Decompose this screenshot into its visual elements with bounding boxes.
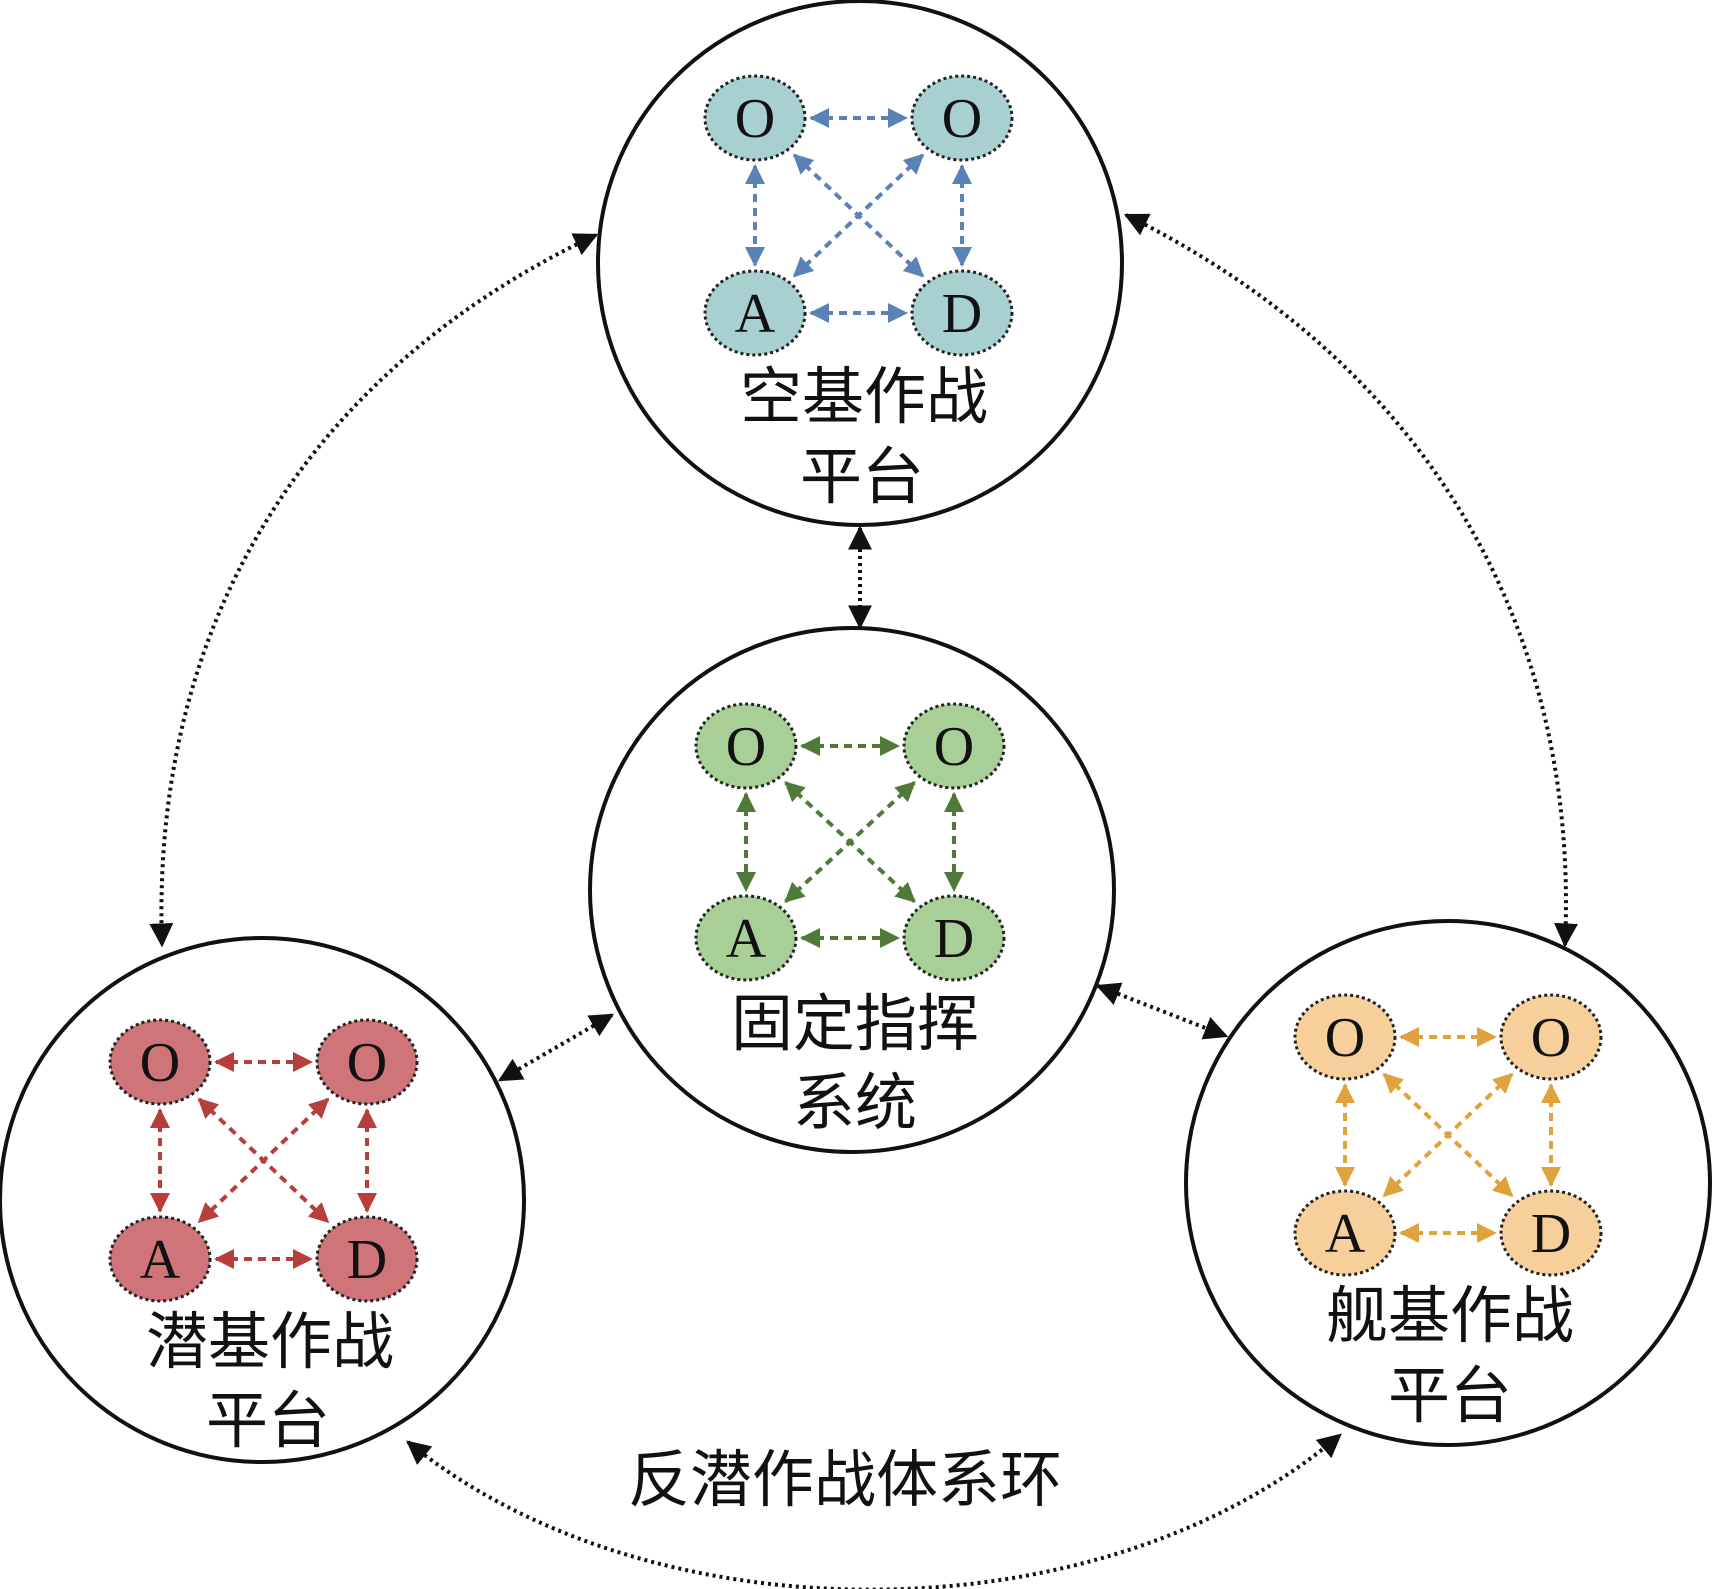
command-node-a-2 xyxy=(694,894,798,982)
ooda-group-command: O O A D xyxy=(694,702,1006,982)
ship-node-label-1: O xyxy=(1531,1007,1571,1069)
command-node-o-0 xyxy=(694,702,798,790)
sub-node-label-3: D xyxy=(347,1229,387,1291)
command-node-label-3: D xyxy=(934,908,974,970)
air-node-label-1: O xyxy=(942,88,982,150)
air-node-label-0: O xyxy=(735,88,775,150)
ship-node-label-2: A xyxy=(1325,1203,1366,1265)
ship-node-d-3 xyxy=(1499,1189,1603,1277)
ship-node-a-2 xyxy=(1293,1189,1397,1277)
sub-node-label-2: A xyxy=(140,1229,181,1291)
ship-link-diagonal-anti xyxy=(1382,1072,1514,1198)
air-node-a-2 xyxy=(703,269,807,357)
ooda-group-ship: O O A D xyxy=(1293,993,1603,1277)
ooda-group-air: O O A D xyxy=(703,74,1014,357)
sub-node-o-0 xyxy=(108,1018,212,1106)
air-node-d-3 xyxy=(910,269,1014,357)
air-link-diagonal-anti xyxy=(792,153,925,278)
inter-platform-connectors xyxy=(149,213,1578,1589)
platform-label-air-line2: 平台 xyxy=(800,440,924,513)
ship-node-label-0: O xyxy=(1325,1007,1365,1069)
platform-circles xyxy=(0,0,1712,1464)
command-node-label-2: A xyxy=(726,908,767,970)
ship-node-o-0 xyxy=(1293,993,1397,1081)
ring-label: 反潜作战体系环 xyxy=(628,1443,1062,1516)
command-link-diagonal-anti xyxy=(784,781,916,903)
command-node-d-3 xyxy=(902,894,1006,982)
air-node-o-0 xyxy=(703,74,807,162)
ship-node-o-1 xyxy=(1499,993,1603,1081)
ooda-group-sub: O O A D xyxy=(108,1018,419,1303)
platform-label-ship-line2: 平台 xyxy=(1388,1359,1512,1432)
sub-link-diagonal-anti xyxy=(197,1097,330,1224)
sub-node-label-0: O xyxy=(140,1032,180,1094)
platform-label-air-line1: 空基作战 xyxy=(740,360,988,433)
connector-sub-ship xyxy=(406,1433,1342,1589)
command-node-label-1: O xyxy=(934,716,974,778)
air-node-label-2: A xyxy=(735,283,776,345)
sub-node-d-3 xyxy=(315,1215,419,1303)
air-node-label-3: D xyxy=(942,283,982,345)
platform-label-sub-line2: 平台 xyxy=(206,1384,330,1457)
platform-label-ship-line1: 舰基作战 xyxy=(1326,1279,1574,1352)
sub-node-a-2 xyxy=(108,1215,212,1303)
platform-label-sub-line1: 潜基作战 xyxy=(146,1305,394,1378)
sub-node-o-1 xyxy=(315,1018,419,1106)
platform-label-command-line1: 固定指挥 xyxy=(731,987,979,1060)
connector-command-ship xyxy=(1095,982,1229,1040)
connector-air-ship xyxy=(1123,213,1578,948)
command-node-o-1 xyxy=(902,702,1006,790)
platform-label-command-line2: 系统 xyxy=(793,1066,917,1139)
sub-node-label-1: O xyxy=(347,1032,387,1094)
connector-air-sub xyxy=(149,233,599,948)
connector-command-sub xyxy=(497,1013,615,1082)
air-node-o-1 xyxy=(910,74,1014,162)
command-node-label-0: O xyxy=(726,716,766,778)
ship-node-label-3: D xyxy=(1531,1203,1571,1265)
